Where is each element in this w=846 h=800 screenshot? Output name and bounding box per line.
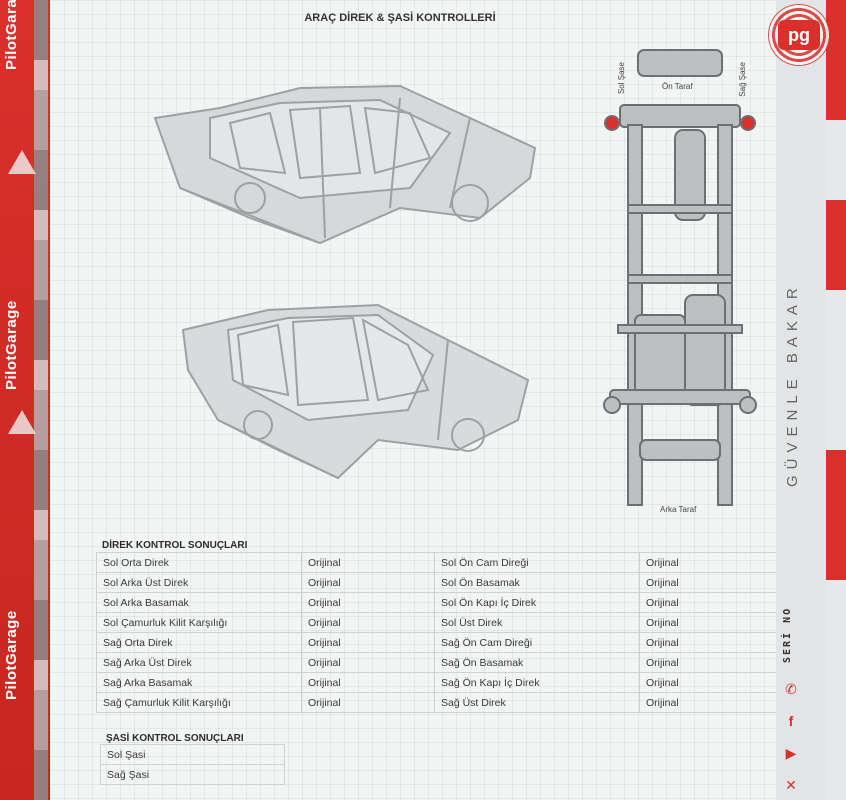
pillar-status: Orijinal (639, 612, 778, 633)
pillar-status: Orijinal (301, 612, 435, 633)
pillar-status: Orijinal (639, 592, 778, 613)
pillar-name: Sol Çamurluk Kilit Karşılığı (96, 612, 302, 633)
car-body-perspective-illustration (181, 303, 530, 480)
brand-slogan: GÜVENLE BAKAR (784, 282, 801, 488)
front-side-label: Ön Taraf (662, 82, 693, 91)
pillar-name: Sağ Arka Basamak (96, 672, 302, 693)
chassis-status (285, 765, 298, 785)
left-brand-strip: PilotGarage PilotGarage PilotGarage (0, 0, 50, 800)
chevron-decoration (8, 410, 36, 434)
pillar-name: Sağ Çamurluk Kilit Karşılığı (96, 692, 302, 713)
chassis-name: Sol Şasi (100, 744, 285, 765)
table-row: Sol Şasi (100, 744, 298, 765)
pillar-status: Orijinal (301, 572, 435, 593)
pillar-name: Sol Ön Cam Direği (434, 552, 640, 573)
left-chassis-label: Sol Şase (617, 62, 626, 95)
pillar-name: Sağ Arka Üst Direk (96, 652, 302, 673)
left-grey-band (34, 0, 48, 800)
pillar-name: Sol Ön Basamak (434, 572, 640, 593)
chevron-decoration (8, 150, 36, 174)
youtube-icon[interactable]: ▶ (785, 745, 797, 761)
twitter-icon[interactable]: ✕ (785, 777, 797, 793)
chassis-results-title: ŞASİ KONTROL SONUÇLARI (106, 733, 244, 744)
chassis-status (285, 745, 298, 765)
right-red-band (826, 0, 846, 800)
pillar-name: Sağ Ön Basamak (434, 652, 640, 673)
page-title: ARAÇ DİREK & ŞASİ KONTROLLERİ (304, 12, 496, 24)
pillar-status: Orijinal (639, 632, 778, 653)
pillar-status: Orijinal (639, 572, 778, 593)
rear-side-label: Arka Taraf (660, 505, 697, 514)
pillar-name: Sağ Orta Direk (96, 632, 302, 653)
pillar-name: Sağ Üst Direk (434, 692, 640, 713)
pillar-status: Orijinal (301, 632, 435, 653)
whatsapp-icon[interactable]: ✆ (785, 681, 797, 697)
chassis-diagram (603, 49, 757, 506)
right-chassis-label: Sağ Şase (738, 62, 747, 97)
brand-logo-text: PilotGarage (3, 0, 20, 70)
pillar-status: Orijinal (301, 552, 435, 573)
pillar-status: Orijinal (639, 672, 778, 693)
pillar-name: Sağ Ön Kapı İç Direk (434, 672, 640, 693)
pillar-status: Orijinal (301, 652, 435, 673)
brand-logo-text: PilotGarage (3, 300, 20, 390)
car-body-side-illustration (153, 84, 537, 245)
pillar-name: Sol Üst Direk (434, 612, 640, 633)
pillar-status: Orijinal (301, 672, 435, 693)
pillar-name: Sol Arka Basamak (96, 592, 302, 613)
pillar-status: Orijinal (301, 692, 435, 713)
serial-number-label: SERİ NO (782, 606, 793, 664)
brand-logo-mark: pg (778, 20, 820, 50)
pillar-status: Orijinal (301, 592, 435, 613)
pillar-results-title: DİREK KONTROL SONUÇLARI (102, 540, 248, 551)
table-row: Sağ Şasi (100, 764, 298, 785)
chassis-name: Sağ Şasi (100, 764, 285, 785)
pillar-status: Orijinal (639, 692, 778, 713)
facebook-icon[interactable]: f (788, 713, 794, 729)
pillar-status: Orijinal (639, 652, 778, 673)
pillar-name: Sol Ön Kapı İç Direk (434, 592, 640, 613)
pillar-name: Sağ Ön Cam Direği (434, 632, 640, 653)
pillar-name: Sol Arka Üst Direk (96, 572, 302, 593)
pillar-name: Sol Orta Direk (96, 552, 302, 573)
pillar-status: Orijinal (639, 552, 778, 573)
brand-logo-text: PilotGarage (3, 610, 20, 700)
